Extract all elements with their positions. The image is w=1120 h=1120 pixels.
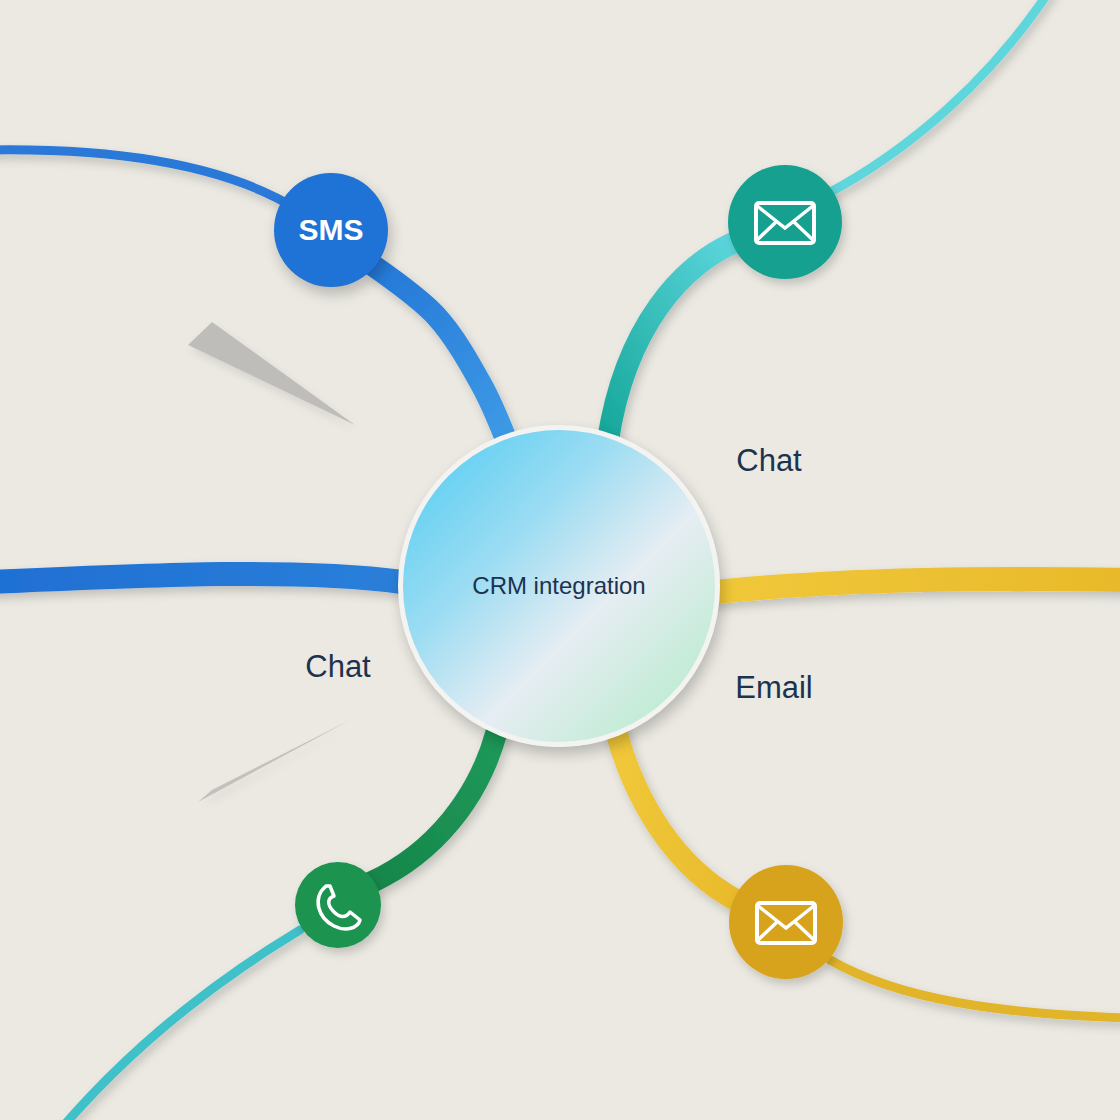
blue-wire [0,150,290,205]
shadow-shard [198,720,350,802]
teal-wire [60,930,300,1120]
teal-wire [825,0,1050,195]
channel-label: Chat [736,443,801,479]
shadow-shard [188,322,355,425]
node-text: SMS [298,213,363,247]
hub-circle: CRM integration [398,425,720,747]
teal-tube [608,238,745,440]
email-icon [728,165,842,279]
node-text: CRM integration [472,572,645,600]
yellow-tube [615,728,748,906]
channel-label: Chat [305,649,370,685]
blue-tube [0,574,402,582]
channel-tube [371,264,505,436]
green-tube [372,718,500,882]
yellow-wire [830,960,1120,1018]
yellow-tube [716,579,1120,592]
channel-circle: SMS [274,173,388,287]
channel-label: Email [735,670,813,706]
email-icon [729,865,843,979]
phone-icon [295,862,381,948]
